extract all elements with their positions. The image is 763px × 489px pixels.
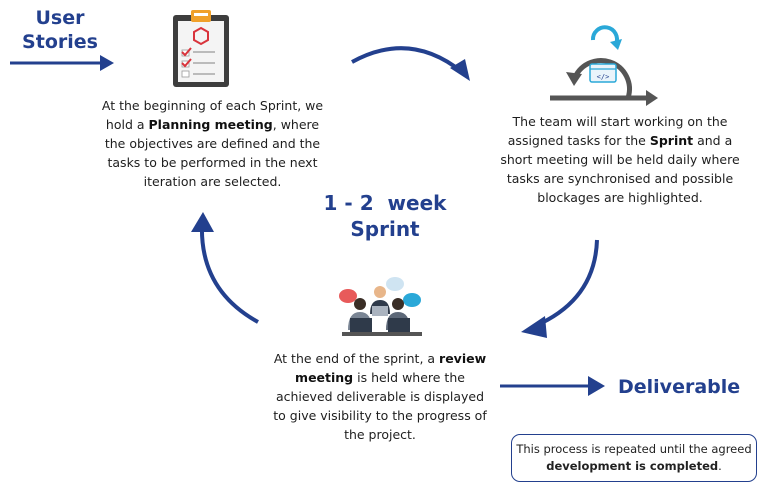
review-meeting-text: At the end of the sprint, a review meeti… bbox=[270, 349, 490, 444]
user-stories-line1: User bbox=[35, 7, 85, 29]
daily-text-pre: The team will start working on the assig… bbox=[507, 114, 728, 148]
note-text-pre: This process is repeated until the agree… bbox=[516, 442, 752, 456]
svg-text:</>: </> bbox=[597, 73, 610, 81]
user-stories-line2: Stories bbox=[22, 31, 98, 53]
deliverable-label: Deliverable bbox=[618, 376, 741, 398]
sprint-line2: Sprint bbox=[350, 217, 420, 241]
deliverable-arrow bbox=[500, 376, 605, 396]
planning-text-pre: At the beginning of each Sprint, we hold… bbox=[101, 98, 324, 132]
daily-text-bold: Sprint bbox=[649, 133, 694, 148]
daily-meeting-text: The team will start working on the assig… bbox=[500, 112, 740, 207]
user-stories-arrow bbox=[10, 55, 114, 71]
planning-text-post: , where the objectives are defined and t… bbox=[104, 117, 321, 189]
cycle-arrow-top bbox=[351, 46, 470, 81]
sprint-duration-label: 1 - 2 week Sprint bbox=[300, 190, 470, 242]
review-text-post: is held where the achieved deliverable i… bbox=[273, 370, 487, 442]
note-text-post: . bbox=[718, 459, 722, 473]
sprint-line1: 1 - 2 week bbox=[323, 191, 447, 215]
cycle-arrow-right bbox=[521, 239, 599, 338]
planning-meeting-text: At the beginning of each Sprint, we hold… bbox=[100, 96, 325, 191]
completion-note: This process is repeated until the agree… bbox=[511, 434, 757, 482]
sprint-cycle-icon: </> bbox=[550, 25, 658, 106]
review-text-pre: At the end of the sprint, a bbox=[273, 351, 440, 366]
team-meeting-icon bbox=[339, 277, 422, 336]
daily-text-post: and a short meeting will be held daily w… bbox=[500, 133, 740, 205]
user-stories-label: User Stories bbox=[20, 6, 100, 54]
clipboard-checklist-icon bbox=[173, 10, 229, 87]
planning-text-bold: Planning meeting bbox=[148, 117, 273, 132]
note-text-bold: development is completed bbox=[546, 459, 719, 473]
cycle-arrow-left bbox=[191, 212, 259, 324]
review-text-bold: review meeting bbox=[295, 351, 487, 385]
